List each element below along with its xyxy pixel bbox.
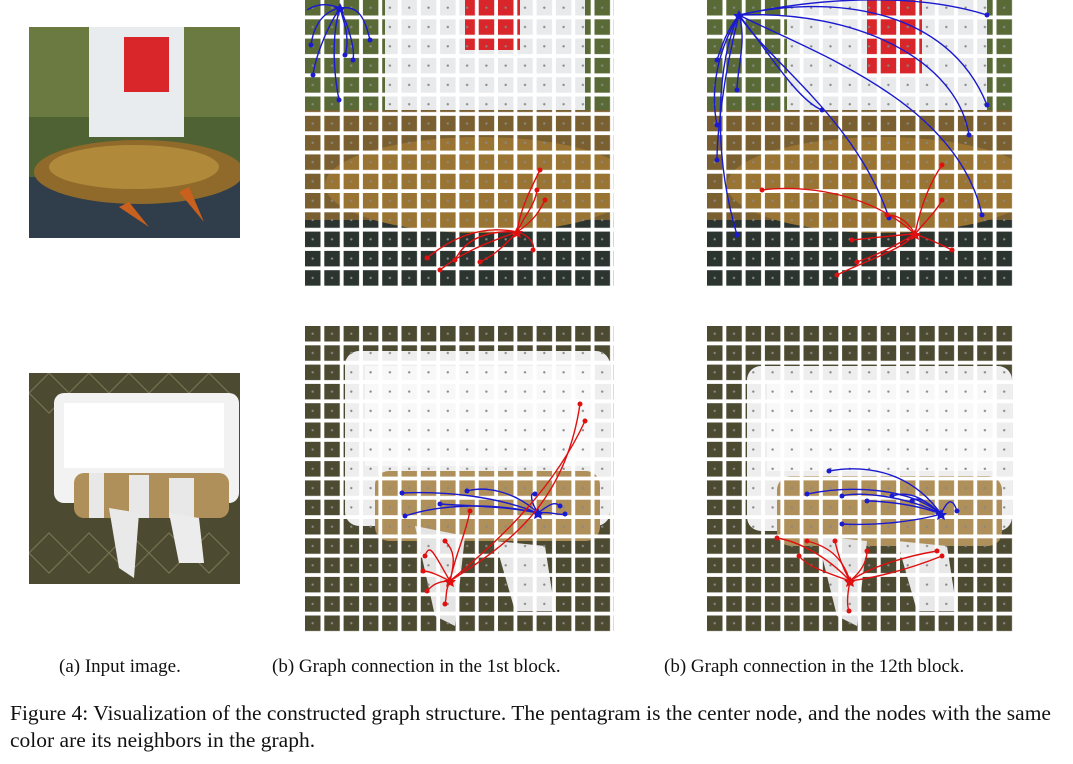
fish-photo-illustration	[29, 27, 240, 238]
input-image-fish	[29, 27, 240, 238]
caption-block1: (b) Graph connection in the 1st block.	[272, 656, 561, 677]
toilet-paper-photo-illustration	[29, 373, 240, 584]
graph-panel-toilet-block1	[305, 326, 614, 633]
graph-panel-fish-block1	[305, 0, 614, 287]
figure-caption: Figure 4: Visualization of the construct…	[10, 701, 1051, 752]
input-image-toilet-paper	[29, 373, 240, 584]
fish-block1-image	[305, 0, 614, 287]
fish-block12-image	[707, 0, 1015, 287]
toilet-block1-image	[305, 326, 614, 633]
graph-panel-toilet-block12	[707, 326, 1015, 633]
blue-edges-fish-b12	[713, 0, 988, 236]
blue-edges-toilet-b1	[401, 488, 566, 517]
graph-panel-fish-block12	[707, 0, 1015, 287]
red-edges-toilet-b12	[776, 537, 943, 612]
toilet-block12-image	[707, 326, 1015, 633]
red-edges-fish-b12	[761, 164, 953, 276]
caption-block12: (b) Graph connection in the 12th block.	[664, 656, 965, 677]
caption-input-image: (a) Input image.	[59, 656, 181, 677]
blue-edges-fish-b1	[306, 3, 371, 101]
